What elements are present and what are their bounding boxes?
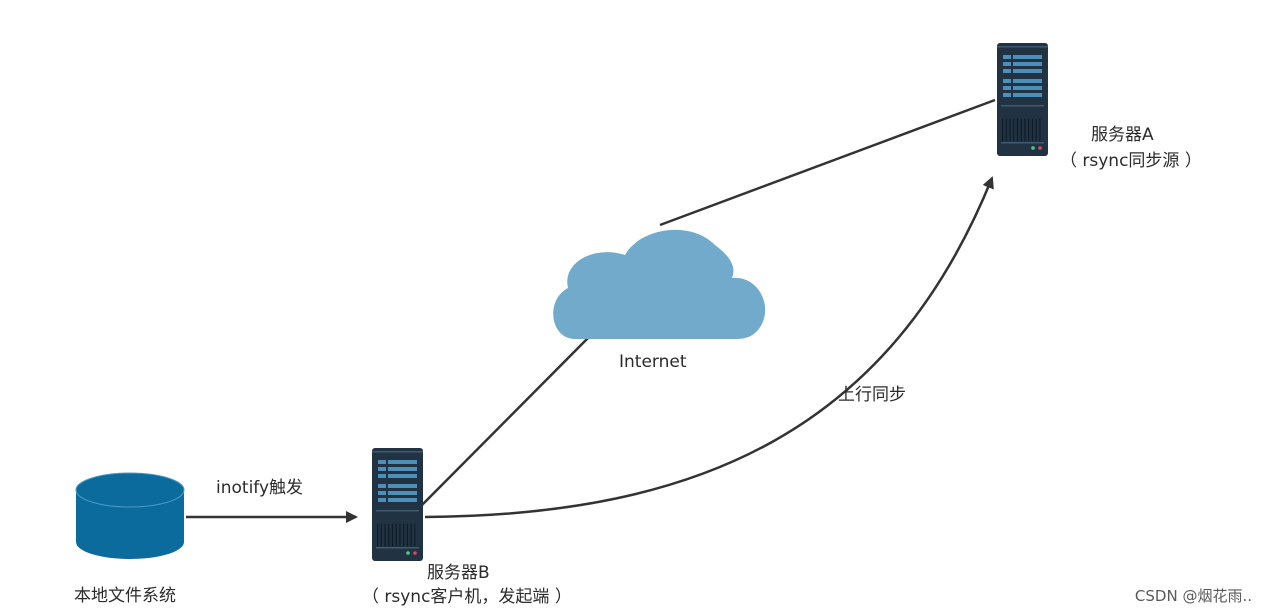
line-serverb-to-cloud [421,337,589,506]
internet-cloud-icon [553,229,766,339]
server-a-name: 服务器A [1091,125,1154,145]
server-a-role: （ rsync同步源 ） [1060,151,1202,171]
server-b-icon [372,448,423,561]
line-cloud-to-servera [659,98,996,227]
upload-sync-arrow [424,176,994,519]
inotify-label: inotify触发 [216,478,304,498]
filesystem-label: 本地文件系统 [74,586,176,606]
server-a-icon [997,43,1048,156]
database-icon [75,472,185,559]
watermark: CSDN @烟花雨.. [1130,584,1256,607]
server-b-name: 服务器B [427,563,490,583]
upload-sync-label: 上行同步 [838,385,906,405]
cloud-label: Internet [619,352,687,372]
server-b-role: （ rsync客户机，发起端 ） [362,587,572,607]
